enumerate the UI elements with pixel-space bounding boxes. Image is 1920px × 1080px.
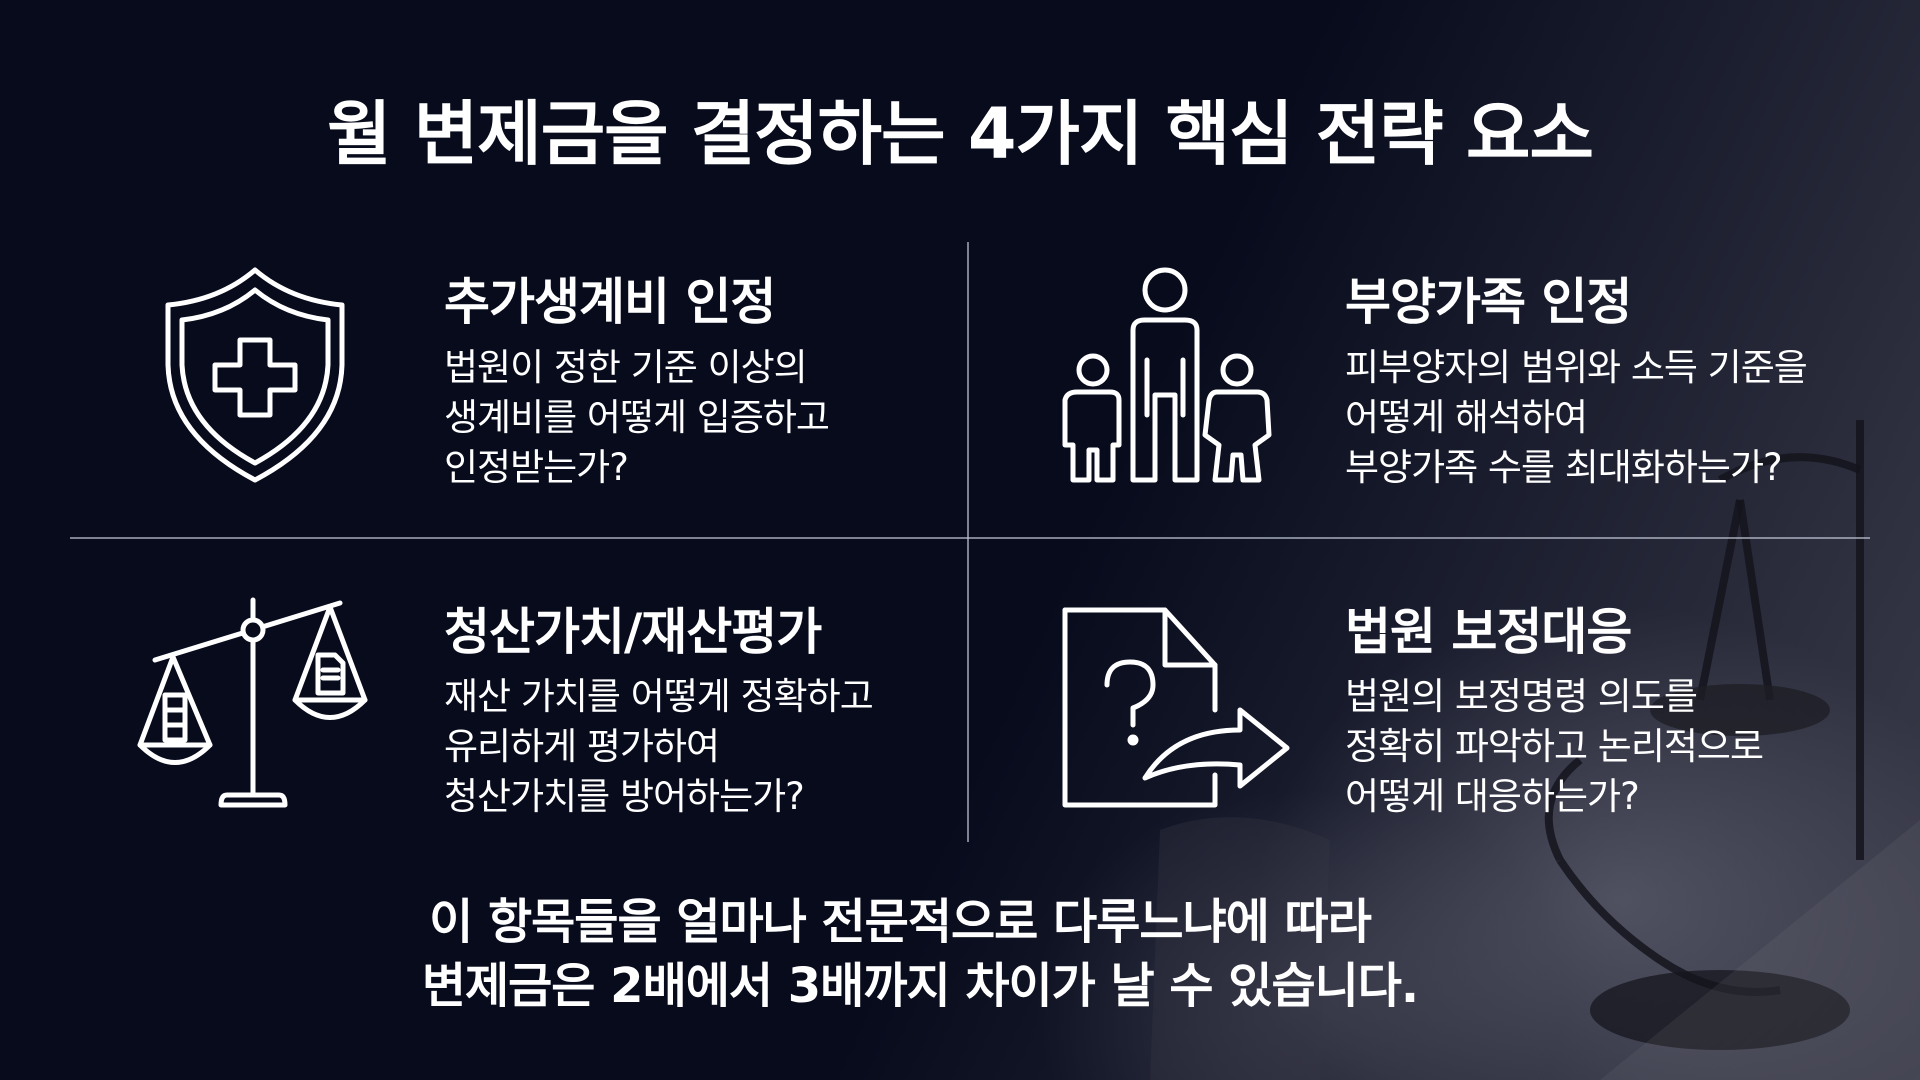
desc-line: 생계비를 어떻게 입증하고 [444,396,830,439]
item-description: 재산 가치를 어떻게 정확하고 유리하게 평가하여 청산가치를 방어하는가? [444,672,874,822]
document-question-arrow-icon [1062,607,1290,808]
desc-line: 유리하게 평가하여 [444,725,720,768]
desc-line: 청산가치를 방어하는가? [444,775,805,818]
desc-line: 어떻게 대응하는가? [1345,775,1640,818]
item-description: 법원이 정한 기준 이상의 생계비를 어떻게 입증하고 인정받는가? [444,343,830,493]
desc-line: 어떻게 해석하여 [1345,396,1588,439]
item-description: 법원의 보정명령 의도를 정확히 파악하고 논리적으로 어떻게 대응하는가? [1345,672,1764,822]
desc-line: 재산 가치를 어떻게 정확하고 [444,675,874,718]
desc-line: 법원의 보정명령 의도를 [1345,675,1698,718]
footer-line-1: 이 항목들을 얼마나 전문적으로 다루느냐에 따라 [429,894,1372,950]
footer-line-2: 변제금은 2배에서 3배까지 차이가 날 수 있습니다. [421,958,1419,1014]
scales-icon [137,597,368,808]
slide-title: 월 변제금을 결정하는 4가지 핵심 전략 요소 [327,93,1594,175]
item-heading: 부양가족 인정 [1345,273,1632,331]
horizontal-divider [70,537,1870,539]
item-heading: 추가생계비 인정 [444,273,776,331]
item-description: 피부양자의 범위와 소득 기준을 어떻게 해석하여 부양가족 수를 최대화하는가… [1345,343,1808,493]
desc-line: 피부양자의 범위와 소득 기준을 [1345,346,1808,389]
desc-line: 인정받는가? [444,446,629,489]
desc-line: 법원이 정한 기준 이상의 [444,346,808,389]
family-icon [1062,267,1272,483]
item-heading: 법원 보정대응 [1345,603,1632,661]
vertical-divider [967,242,969,842]
desc-line: 부양가족 수를 최대화하는가? [1345,446,1783,489]
footer-statement: 이 항목들을 얼마나 전문적으로 다루느냐에 따라 변제금은 2배에서 3배까지… [0,890,1920,1018]
desc-line: 정확히 파악하고 논리적으로 [1345,725,1764,768]
shield-plus-icon [165,267,345,483]
item-heading: 청산가치/재산평가 [444,603,822,661]
